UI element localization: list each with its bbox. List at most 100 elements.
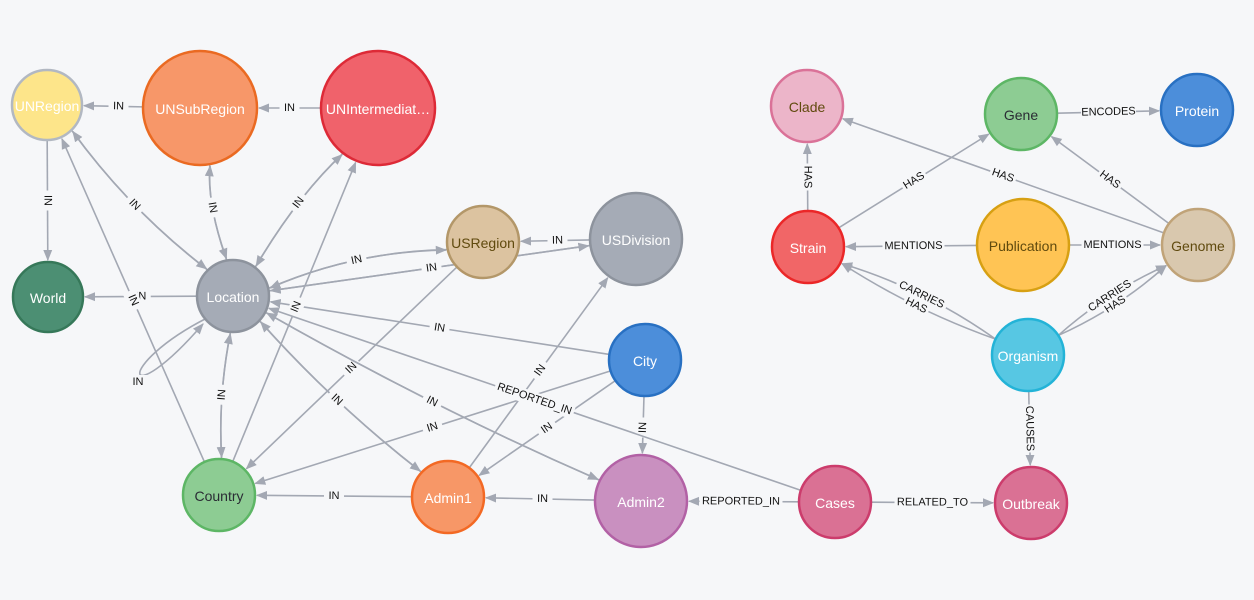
node-label: Gene — [1004, 107, 1038, 123]
node-circle — [769, 68, 845, 144]
node-admin2[interactable]: Admin2 — [593, 453, 689, 549]
edge-unregion-world[interactable]: IN — [40, 139, 55, 262]
node-circle — [1159, 72, 1235, 148]
node-circle — [445, 204, 521, 280]
node-strain[interactable]: Strain — [770, 209, 846, 285]
edge-city-admin2[interactable]: IN — [635, 395, 651, 455]
edge-organism-outbreak[interactable]: CAUSES — [1022, 390, 1037, 467]
node-label: Admin1 — [424, 490, 472, 506]
edge-label-bg — [420, 417, 445, 438]
node-organism[interactable]: Organism — [990, 317, 1066, 393]
edge-admin2-admin1[interactable]: IN — [484, 491, 596, 507]
node-circle — [10, 68, 84, 142]
node-unregion[interactable]: UNRegion — [10, 68, 84, 142]
edge-cases-location[interactable]: REPORTED_IN — [267, 307, 802, 492]
edge-label: IN — [425, 261, 438, 274]
edge-unintermediate-unsubregion[interactable]: IN — [257, 101, 322, 115]
node-circle — [607, 322, 683, 398]
node-circle — [975, 197, 1071, 293]
node-genome[interactable]: Genome — [1160, 207, 1236, 283]
edge-label: IN — [328, 490, 339, 502]
edge-city-location[interactable]: IN — [269, 298, 610, 356]
edge-label: IN — [284, 102, 295, 114]
edge-usregion-country[interactable]: IN — [245, 266, 458, 470]
edge-label-bg — [1080, 104, 1137, 120]
node-country[interactable]: Country — [181, 457, 257, 533]
edge-label: IN — [135, 290, 146, 302]
edge-organism-genome[interactable]: HAS — [1057, 264, 1167, 337]
edge-label-bg — [898, 167, 930, 194]
edge-location-country[interactable]: IN — [214, 331, 232, 459]
edge-label-bg — [323, 488, 345, 504]
edge-strain-gene[interactable]: HAS — [838, 133, 990, 229]
node-label: USRegion — [451, 235, 515, 251]
edge-label: IN — [537, 493, 548, 505]
edge-label-bg — [894, 495, 971, 510]
edge-label: IN — [552, 234, 563, 246]
node-usdivision[interactable]: USDivision — [588, 191, 684, 287]
edge-country-unregion[interactable]: IN — [61, 137, 206, 463]
node-admin1[interactable]: Admin1 — [410, 459, 486, 535]
edge-unsubregion-location[interactable]: IN — [203, 164, 228, 260]
node-circle — [770, 209, 846, 285]
edge-label: IN — [350, 253, 363, 267]
edge-label-bg — [534, 416, 560, 440]
node-label: Cases — [815, 495, 855, 511]
edge-gene-protein[interactable]: ENCODES — [1056, 104, 1161, 120]
edge-label: IN — [133, 376, 144, 388]
edge-label-bg — [492, 379, 577, 420]
edge-label-bg — [345, 251, 368, 270]
edge-location-location[interactable]: IN — [128, 317, 208, 389]
edge-organism-strain[interactable]: CARRIES — [841, 262, 997, 340]
edge-location-admin2[interactable]: IN — [264, 311, 600, 481]
edge-cases-outbreak[interactable]: RELATED_TO — [870, 495, 995, 510]
node-unsubregion[interactable]: UNSubRegion — [141, 49, 259, 167]
node-outbreak[interactable]: Outbreak — [993, 465, 1069, 541]
edge-label: IN — [424, 394, 439, 410]
edge-cases-admin2[interactable]: REPORTED_IN — [687, 494, 800, 509]
edge-admin1-country[interactable]: IN — [255, 488, 413, 504]
edge-label: IN — [113, 100, 124, 112]
node-publication[interactable]: Publication — [975, 197, 1071, 293]
node-world[interactable]: World — [11, 260, 85, 334]
node-circle — [410, 459, 486, 535]
edge-city-admin1[interactable]: IN — [478, 379, 616, 476]
edge-unregion-location[interactable]: IN — [70, 129, 208, 270]
node-cases[interactable]: Cases — [797, 464, 873, 540]
node-clade[interactable]: Clade — [769, 68, 845, 144]
edge-usdivision-usregion[interactable]: IN — [519, 233, 591, 248]
edge-strain-clade[interactable]: HAS — [800, 142, 815, 212]
edge-genome-clade[interactable]: HAS — [841, 117, 1165, 234]
node-circle — [319, 49, 437, 167]
node-label: Genome — [1171, 238, 1225, 254]
edge-location-admin1[interactable]: IN — [258, 320, 422, 472]
edge-label-bg — [1081, 238, 1144, 252]
node-circle — [797, 464, 873, 540]
edge-label: REPORTED_IN — [702, 495, 780, 507]
node-circle — [588, 191, 684, 287]
edge-unsubregion-unregion[interactable]: IN — [82, 99, 144, 114]
edge-usregion-location[interactable]: IN — [269, 248, 448, 289]
edge-unintermediate-location[interactable]: IN — [255, 152, 344, 267]
edge-publication-strain[interactable]: MENTIONS — [844, 238, 978, 254]
edge-label: IN — [216, 389, 229, 401]
edge-location-usdivision[interactable]: IN — [268, 242, 590, 292]
node-protein[interactable]: Protein — [1159, 72, 1235, 148]
node-label: USDivision — [602, 232, 670, 248]
edge-label: HAS — [801, 166, 813, 189]
edge-genome-gene[interactable]: HAS — [1050, 135, 1170, 225]
node-label: Organism — [998, 348, 1059, 364]
node-label: UNSubRegion — [155, 101, 245, 117]
node-circle — [990, 317, 1066, 393]
edge-country-unintermediate[interactable]: IN — [231, 161, 357, 463]
node-circle — [195, 258, 271, 334]
node-unintermediate[interactable]: UNIntermediat… — [319, 49, 437, 167]
node-usregion[interactable]: USRegion — [445, 204, 521, 280]
node-location[interactable]: Location — [195, 258, 271, 334]
node-city[interactable]: City — [607, 322, 683, 398]
node-label: World — [30, 290, 66, 306]
edge-admin1-usdivision[interactable]: IN — [468, 276, 609, 469]
edge-publication-genome[interactable]: MENTIONS — [1069, 238, 1162, 252]
node-gene[interactable]: Gene — [983, 76, 1059, 152]
edge-city-country[interactable]: IN — [254, 370, 611, 485]
